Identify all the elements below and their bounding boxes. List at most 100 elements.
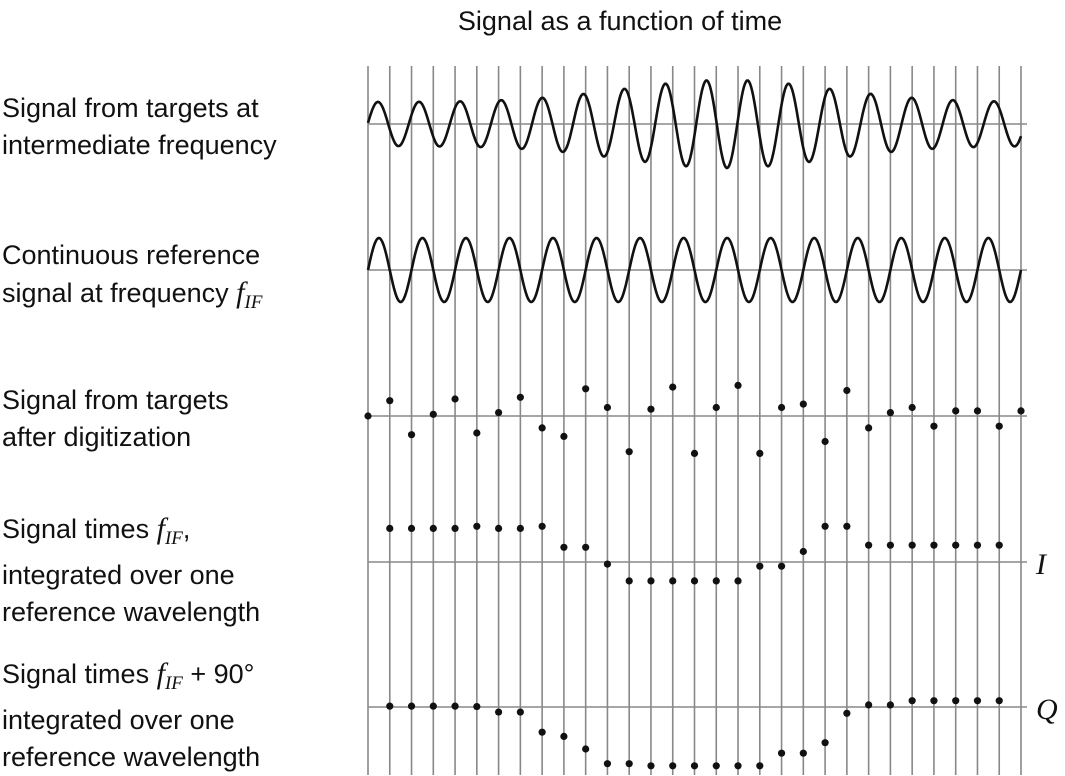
q-channel-dot xyxy=(516,708,524,716)
q-channel-dot xyxy=(429,702,437,710)
q-channel-dot xyxy=(777,749,786,757)
digitized-sample-dot xyxy=(473,429,481,437)
i-channel-dot xyxy=(407,524,416,533)
row-label-line: Continuous reference xyxy=(2,240,261,270)
q-channel-dot xyxy=(995,697,1003,705)
i-channel-dot xyxy=(625,577,633,585)
digitized-sample-dot xyxy=(777,403,786,412)
i-channel-dot xyxy=(516,524,524,533)
symbol-f: f xyxy=(156,512,165,545)
row-label-line: signal at frequency fIF xyxy=(2,276,263,313)
digitized-sample-dot xyxy=(843,386,851,395)
row-label-if-signal: Signal from targets at intermediate freq… xyxy=(2,90,277,164)
digitized-sample-dot xyxy=(451,395,459,403)
i-channel-dot xyxy=(799,547,807,556)
q-channel-dot xyxy=(625,760,633,768)
q-channel-dot xyxy=(582,745,590,753)
i-channel-label: I xyxy=(1036,548,1046,581)
digitized-sample-dot xyxy=(865,424,873,432)
i-channel-dot xyxy=(843,522,851,530)
i-channel-dot xyxy=(473,522,481,530)
row-label-line: reference wavelength xyxy=(2,742,261,772)
i-channel-dot xyxy=(647,577,655,585)
digitized-sample-dot xyxy=(821,437,829,446)
i-channel-dot xyxy=(712,577,720,585)
i-channel-dot xyxy=(386,524,394,533)
digitized-sample-dot xyxy=(386,397,394,405)
subscript-if: IF xyxy=(164,528,183,549)
row-label-line: after digitization xyxy=(2,422,192,452)
q-channel-dot xyxy=(451,702,459,710)
i-channel-dot xyxy=(973,541,982,549)
figure-title: Signal as a function of time xyxy=(457,6,783,36)
digitized-sample-dot xyxy=(973,407,982,415)
digitized-sample-dot xyxy=(908,403,916,412)
q-channel-dot xyxy=(930,697,938,705)
i-channel-dot xyxy=(908,541,916,549)
subscript-if: IF xyxy=(164,673,183,694)
row-label-line: Signal times fIF + 90° xyxy=(2,657,255,694)
row-label-i-channel: Signal times fIF, integrated over one re… xyxy=(2,510,260,631)
i-channel-dot xyxy=(777,562,786,570)
i-channel-dot xyxy=(734,577,742,585)
i-channel-dot xyxy=(865,541,873,549)
q-channel-dot xyxy=(560,732,568,741)
q-channel-dot xyxy=(821,739,829,747)
q-channel-dot xyxy=(908,697,916,705)
q-channel-dot xyxy=(843,709,851,717)
i-channel-dot xyxy=(495,524,503,533)
row-label-line: integrated over one xyxy=(2,560,235,590)
digitized-sample-dot xyxy=(625,448,633,456)
digitized-sample-dot xyxy=(538,424,546,432)
q-channel-dot xyxy=(495,708,503,716)
i-channel-dot xyxy=(582,543,590,551)
i-channel-dot xyxy=(690,577,699,585)
i-channel-dot xyxy=(429,524,437,533)
digitized-sample-dot xyxy=(429,410,437,418)
i-channel-dot xyxy=(756,562,764,570)
i-channel-dot xyxy=(995,541,1003,549)
i-channel-dot xyxy=(538,522,546,530)
q-channel-dot xyxy=(799,749,807,757)
digitized-sample-dot xyxy=(756,449,764,457)
q-channel-dot xyxy=(538,728,546,736)
digitized-sample-dot xyxy=(495,409,503,417)
row-label-line: Signal from targets xyxy=(2,385,229,415)
digitized-sample-dot xyxy=(647,405,655,413)
q-channel-dot xyxy=(952,697,960,705)
reference-curve xyxy=(366,236,1023,304)
q-channel-label: Q xyxy=(1036,693,1058,726)
row-label-line: reference wavelength xyxy=(2,597,261,627)
symbol-f: f xyxy=(156,657,165,690)
q-channel-dot xyxy=(712,762,720,770)
digitized-sample-dot xyxy=(995,422,1003,430)
subscript-if: IF xyxy=(244,292,263,313)
digitized-sample-dot xyxy=(930,422,938,430)
digitized-sample-dot xyxy=(886,409,895,417)
digitized-sample-dot xyxy=(669,383,677,391)
digitized-sample-dot xyxy=(712,403,720,412)
digitized-sample-dot xyxy=(1017,407,1025,415)
q-channel-dot xyxy=(886,701,895,709)
i-channel-dot xyxy=(821,522,829,530)
q-channel-dot xyxy=(865,701,873,709)
digitized-sample-dot xyxy=(734,381,742,389)
q-channel-dot xyxy=(734,762,742,770)
q-channel-dot xyxy=(647,762,655,770)
digitized-sample-dot xyxy=(603,403,612,412)
digitized-sample-dot xyxy=(407,431,416,439)
if-signal-curve xyxy=(366,79,1023,170)
q-channel-dot xyxy=(973,697,982,705)
row-label-line: intermediate frequency xyxy=(2,130,277,160)
q-channel-dot xyxy=(407,702,416,710)
q-channel-dot xyxy=(386,702,394,710)
i-channel-dot xyxy=(952,541,960,549)
i-channel-dot xyxy=(886,541,895,549)
q-channel-dot xyxy=(669,762,677,770)
row-label-line: Signal times fIF, xyxy=(2,512,191,549)
digitized-sample-dot xyxy=(364,412,372,420)
i-channel-dot xyxy=(560,543,568,551)
digitized-sample-dot xyxy=(582,385,590,393)
